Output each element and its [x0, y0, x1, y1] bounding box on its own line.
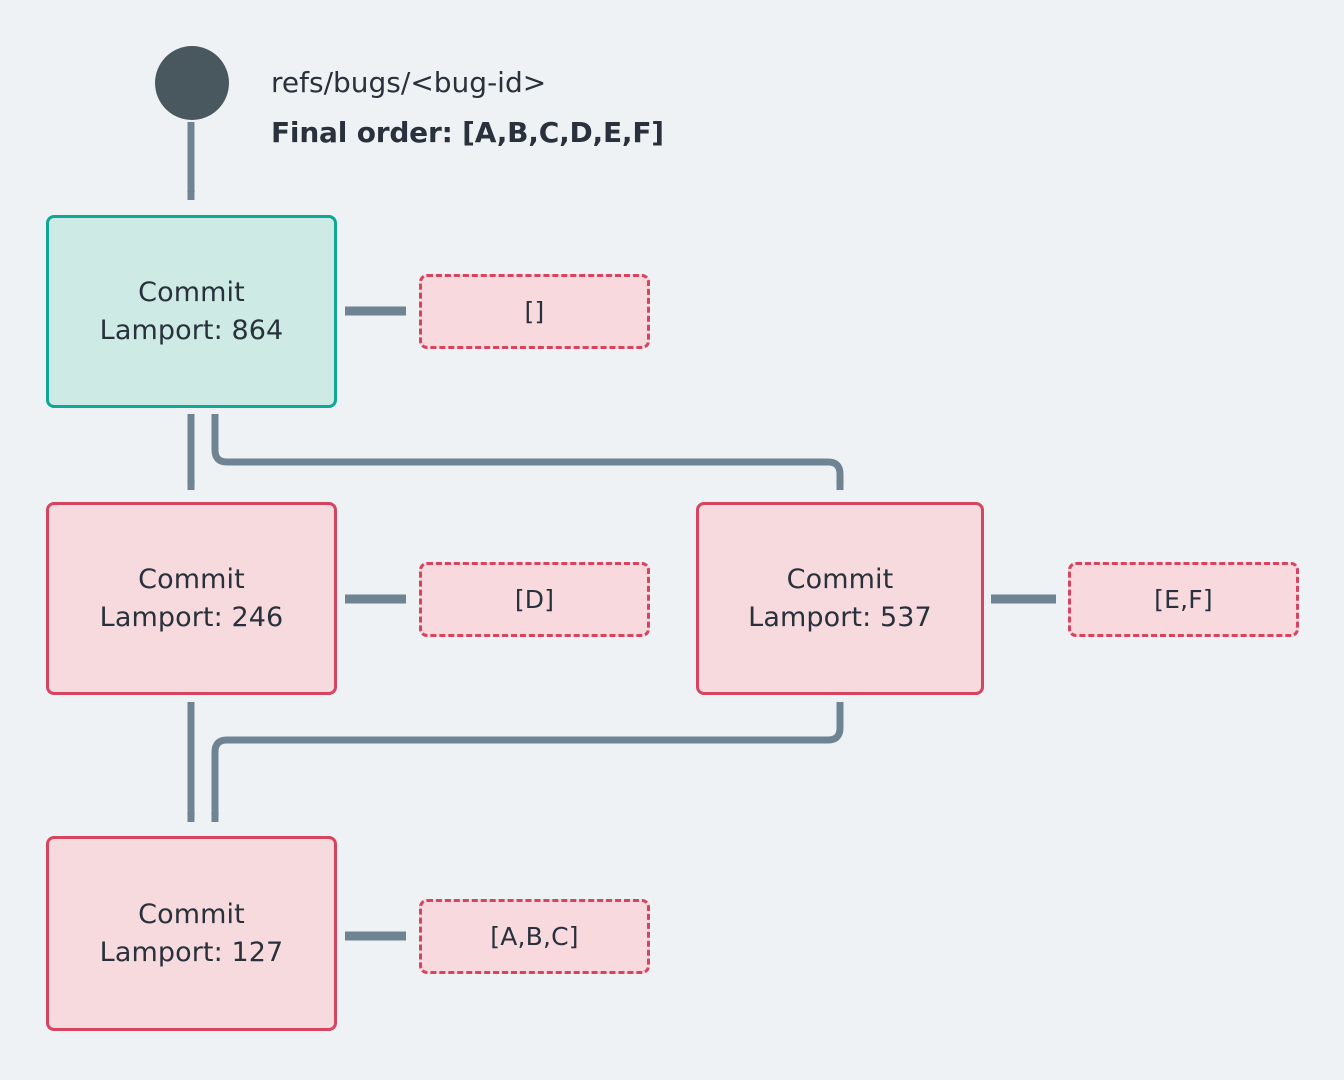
- list-node-d[interactable]: [D]: [419, 562, 650, 637]
- list-node-empty[interactable]: []: [419, 274, 650, 349]
- commit-node-127[interactable]: Commit Lamport: 127: [46, 836, 337, 1031]
- commit-lamport: Lamport: 864: [99, 314, 284, 346]
- commit-title: Commit: [138, 277, 245, 309]
- commit-lamport: Lamport: 127: [99, 936, 284, 968]
- commit-node-864[interactable]: Commit Lamport: 864: [46, 215, 337, 408]
- commit-lamport: Lamport: 246: [99, 601, 284, 633]
- list-value: [D]: [514, 585, 555, 614]
- edge-537-to-127: [211, 702, 844, 823]
- commit-lamport: Lamport: 537: [748, 601, 932, 633]
- commit-title: Commit: [138, 899, 245, 931]
- edge-864-to-537: [211, 414, 844, 491]
- list-node-ef[interactable]: [E,F]: [1068, 562, 1299, 637]
- final-order-label: Final order: [A,B,C,D,E,F]: [271, 115, 664, 149]
- list-value: [A,B,C]: [490, 922, 579, 951]
- start-dot: [155, 46, 229, 120]
- ref-label-block: refs/bugs/<bug-id> Final order: [A,B,C,D…: [271, 66, 664, 149]
- commit-title: Commit: [138, 564, 245, 596]
- list-value: [E,F]: [1154, 585, 1213, 614]
- commit-title: Commit: [786, 564, 894, 596]
- commit-node-537[interactable]: Commit Lamport: 537: [696, 502, 984, 695]
- ref-path-label: refs/bugs/<bug-id>: [271, 66, 547, 99]
- commit-node-246[interactable]: Commit Lamport: 246: [46, 502, 337, 695]
- list-value: []: [524, 297, 545, 326]
- list-node-abc[interactable]: [A,B,C]: [419, 899, 650, 974]
